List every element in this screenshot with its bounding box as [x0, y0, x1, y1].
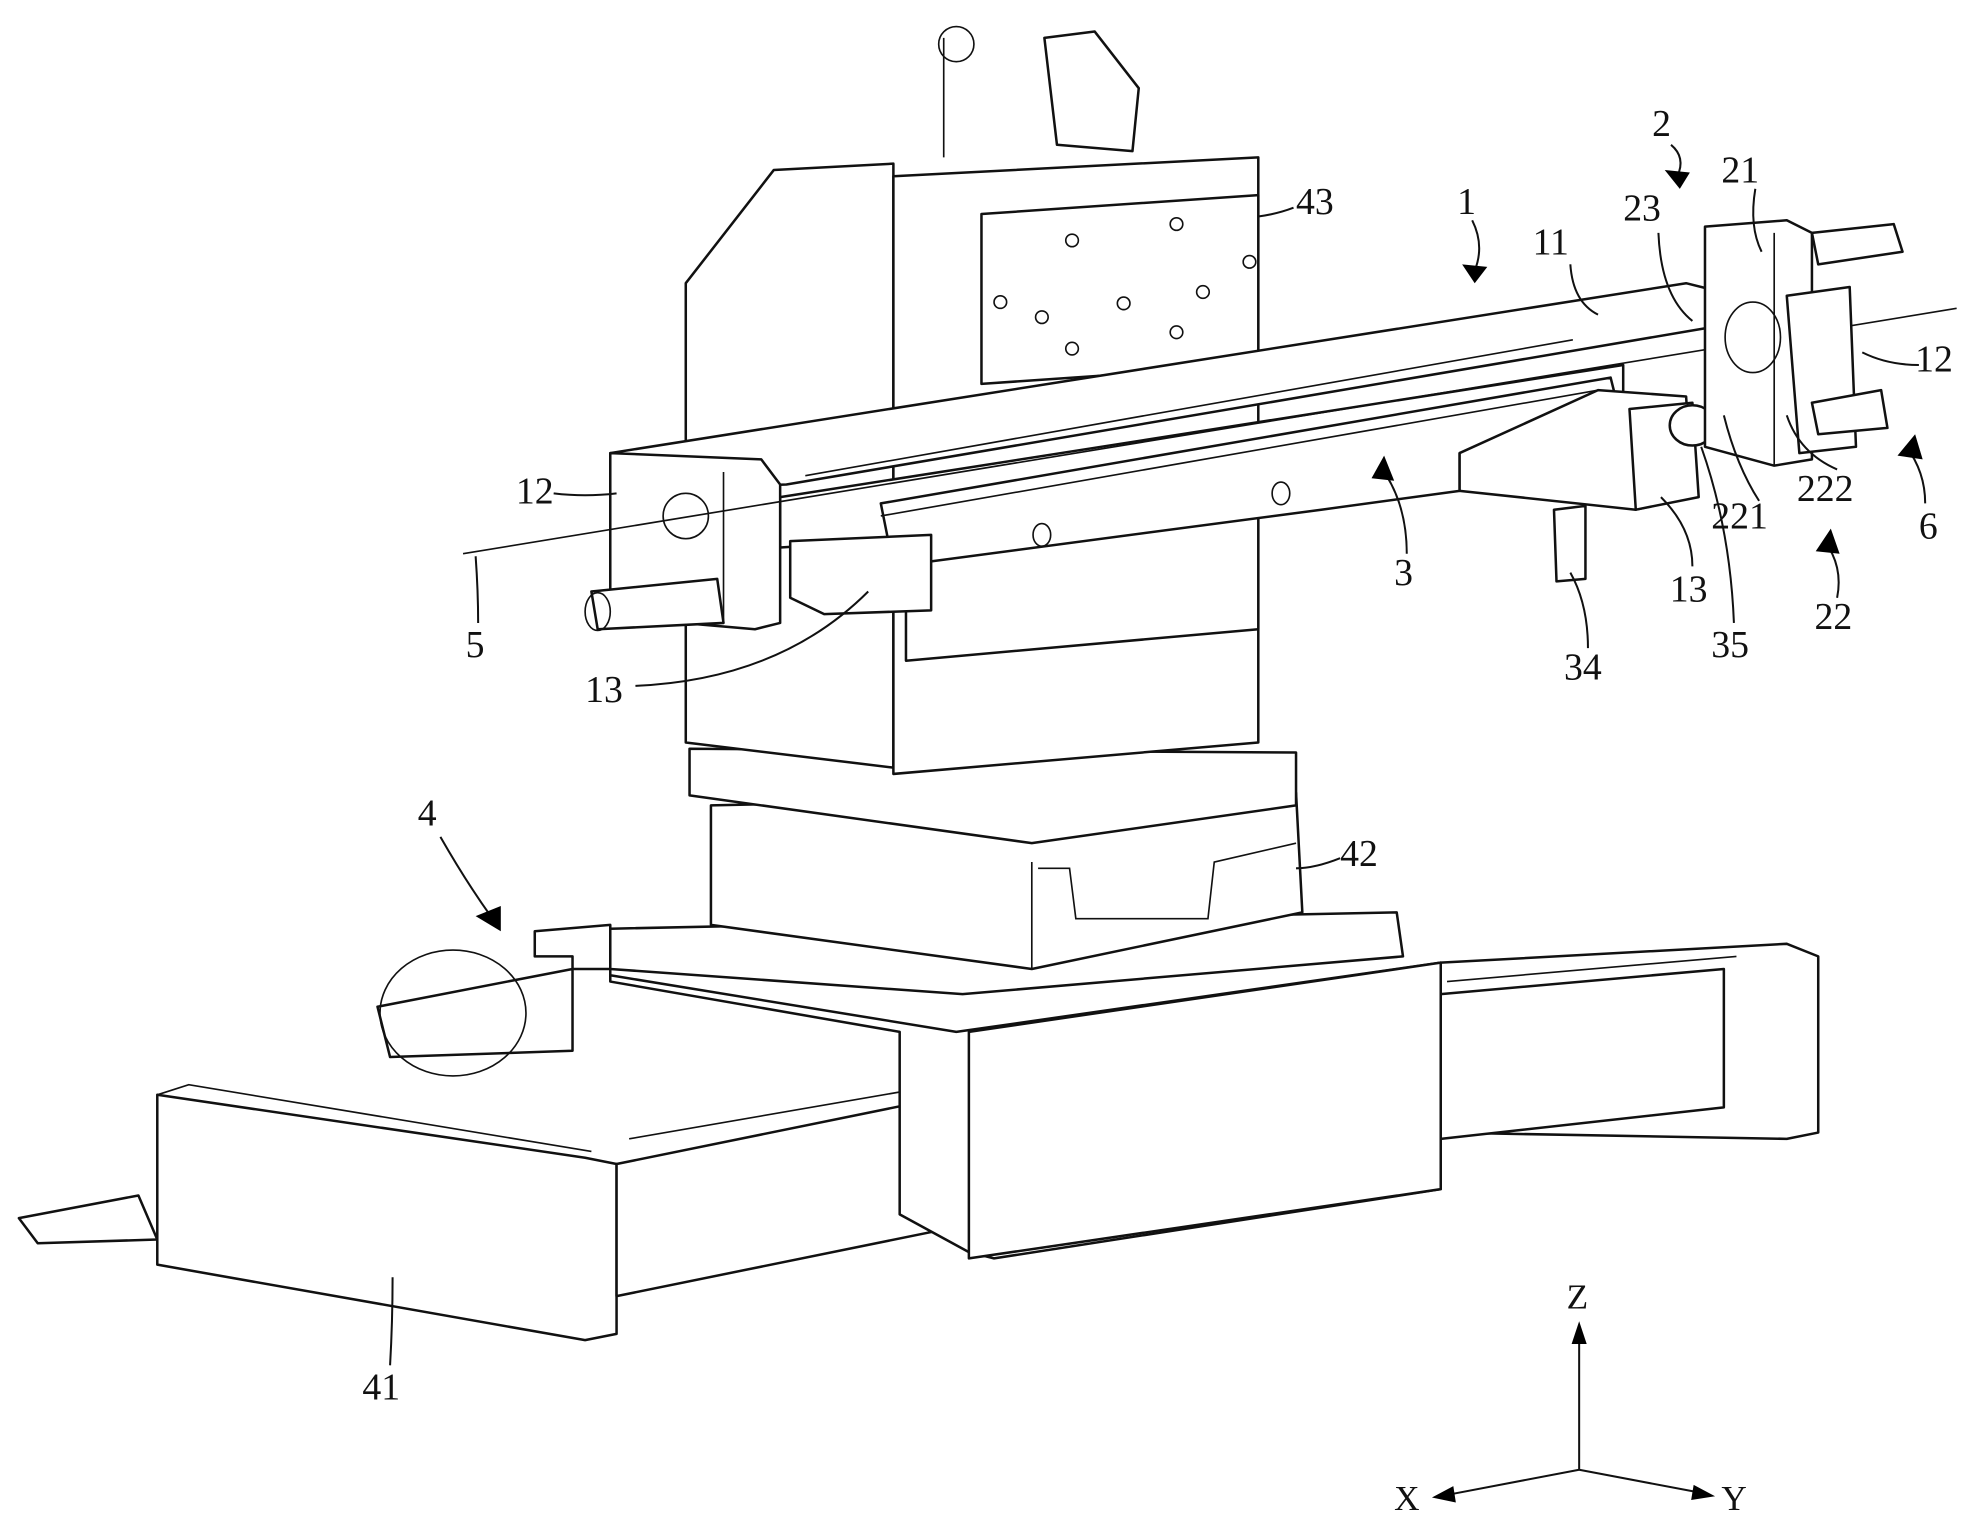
axis-z-label: Z [1567, 1278, 1589, 1317]
label-3: 3 [1394, 552, 1413, 594]
label-222: 222 [1797, 468, 1854, 510]
label-5: 5 [466, 624, 485, 666]
label-42: 42 [1340, 833, 1378, 875]
label-1: 1 [1457, 181, 1476, 223]
label-41: 41 [362, 1366, 400, 1408]
label-11: 11 [1533, 221, 1569, 263]
axis-x-label: X [1394, 1479, 1419, 1518]
label-4: 4 [418, 793, 437, 835]
axis-y-label: Y [1721, 1479, 1746, 1518]
label-12-left: 12 [516, 470, 554, 512]
label-23: 23 [1623, 187, 1661, 229]
label-2: 2 [1652, 103, 1671, 145]
label-12-right: 12 [1915, 338, 1953, 380]
label-34: 34 [1564, 647, 1602, 689]
label-22: 22 [1814, 596, 1852, 638]
coordinate-axes: Z X Y [1394, 1278, 1747, 1518]
label-13-right: 13 [1670, 569, 1708, 611]
label-35: 35 [1711, 624, 1749, 666]
label-21: 21 [1721, 150, 1759, 192]
label-13-left: 13 [585, 669, 623, 711]
label-6: 6 [1919, 506, 1938, 548]
label-43: 43 [1296, 181, 1334, 223]
label-221: 221 [1711, 496, 1768, 538]
